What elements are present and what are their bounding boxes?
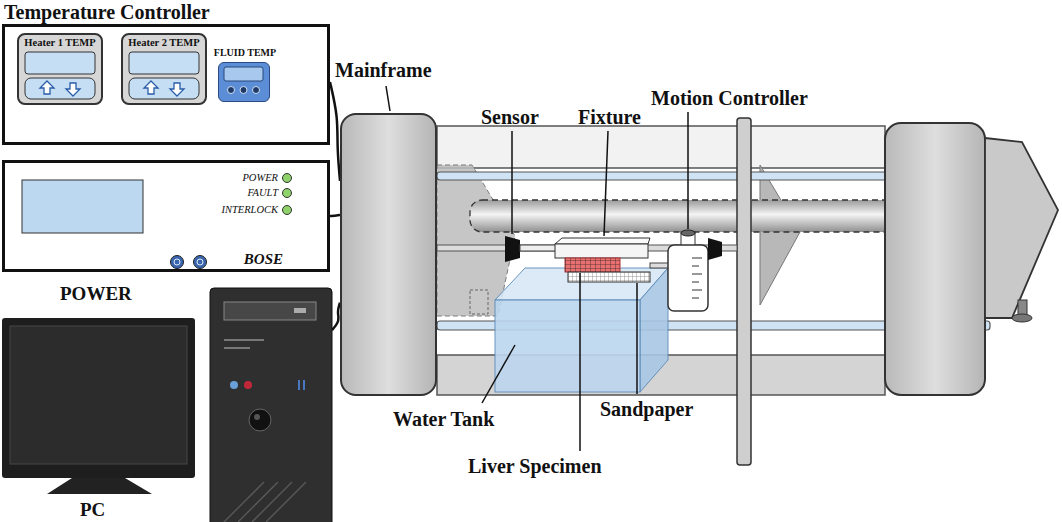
frame — [437, 118, 1058, 465]
drive-slot — [294, 308, 306, 313]
display — [25, 52, 95, 74]
port — [299, 380, 304, 390]
part-label: Liver Specimen — [468, 455, 602, 477]
water-tank — [495, 268, 668, 392]
display — [22, 180, 143, 233]
leader-line — [511, 131, 513, 234]
node-text: INTERLOCK — [221, 204, 278, 216]
indicator-led — [283, 206, 292, 215]
tank-top — [495, 268, 668, 300]
leader-line — [604, 131, 608, 236]
node-text: FAULT — [247, 187, 278, 199]
right-incline — [760, 165, 800, 305]
sensor — [505, 236, 520, 262]
fluid-module-art — [219, 63, 269, 101]
screen — [10, 326, 187, 464]
button-glint — [254, 414, 260, 420]
actuator-knob — [681, 230, 695, 236]
node-text: POWER — [242, 172, 278, 184]
power-button — [249, 409, 271, 431]
leader-line — [386, 86, 390, 111]
stripe — [266, 482, 306, 522]
button-panel — [129, 78, 199, 99]
button-panel — [25, 78, 95, 99]
node-text: Temperature Controller — [4, 2, 210, 22]
up-arrow — [40, 81, 54, 94]
fixture-body — [555, 244, 648, 258]
controller-panel: Temperature ControllerHeater 1 TEMPHeate… — [2, 24, 330, 145]
fluid-module: FLUID TEMP — [218, 62, 270, 102]
cable — [330, 82, 340, 181]
knob — [171, 256, 184, 269]
top-beam — [437, 126, 885, 168]
holder-rod — [650, 263, 670, 268]
mainframe-plate: Mainframe — [340, 113, 437, 396]
right-plate — [885, 123, 985, 395]
leader-line — [579, 273, 581, 451]
sensor-shaft — [520, 245, 556, 251]
part-label: Motion Controller — [651, 87, 808, 109]
monitor-stand — [47, 478, 152, 494]
vent — [224, 340, 264, 348]
part-label: Fixture — [578, 106, 641, 128]
heater-module: Heater 2 TEMP — [121, 33, 207, 105]
tank-front — [495, 300, 640, 392]
part-label: Sandpaper — [600, 398, 693, 420]
cable — [330, 215, 340, 216]
button — [253, 87, 260, 94]
node-text: POWER — [60, 284, 132, 303]
display — [129, 52, 199, 74]
actuator-clamp — [708, 238, 722, 260]
pc-art — [2, 288, 332, 522]
indicator-led — [283, 174, 292, 183]
button — [240, 87, 247, 94]
pc: PC — [2, 288, 332, 522]
power-supply: POWERFAULTINTERLOCKBOSEPOWER — [2, 160, 330, 272]
part-label: Sensor — [481, 106, 539, 128]
node-text: Heater 2 TEMP — [123, 37, 205, 49]
right-cone — [985, 138, 1058, 318]
node-text: BOSE — [244, 251, 283, 268]
actuator-body — [668, 245, 708, 311]
tank-side — [640, 268, 668, 392]
drive-bay — [224, 302, 316, 320]
vertical-plate — [737, 118, 751, 465]
monitor — [2, 318, 195, 478]
liver-specimen — [565, 258, 620, 272]
display — [224, 67, 263, 81]
post — [470, 290, 488, 314]
node-text: PC — [80, 500, 105, 519]
foot — [1012, 314, 1032, 322]
leader-line — [482, 345, 515, 403]
node-text: Mainframe — [335, 60, 432, 80]
leader-line — [687, 112, 689, 229]
port — [244, 381, 252, 389]
heater-module: Heater 1 TEMP — [17, 33, 103, 105]
leader-line — [636, 283, 638, 394]
knob-ring — [174, 259, 180, 265]
port — [230, 381, 238, 389]
indicator-led — [283, 189, 292, 198]
part-label: Water Tank — [393, 408, 494, 430]
knob-ring — [197, 259, 203, 265]
down-arrow — [170, 83, 184, 96]
tower — [210, 288, 332, 522]
knob — [194, 256, 207, 269]
liver-grid — [565, 258, 620, 272]
fixture — [555, 238, 650, 244]
button — [228, 87, 235, 94]
cable — [332, 303, 340, 331]
test-rig — [437, 230, 737, 311]
up-arrow — [144, 81, 158, 94]
node-text: FLUID TEMP — [205, 47, 285, 59]
node-text: Heater 1 TEMP — [19, 37, 101, 49]
actuator-ticks — [692, 258, 702, 298]
down-arrow — [66, 83, 80, 96]
